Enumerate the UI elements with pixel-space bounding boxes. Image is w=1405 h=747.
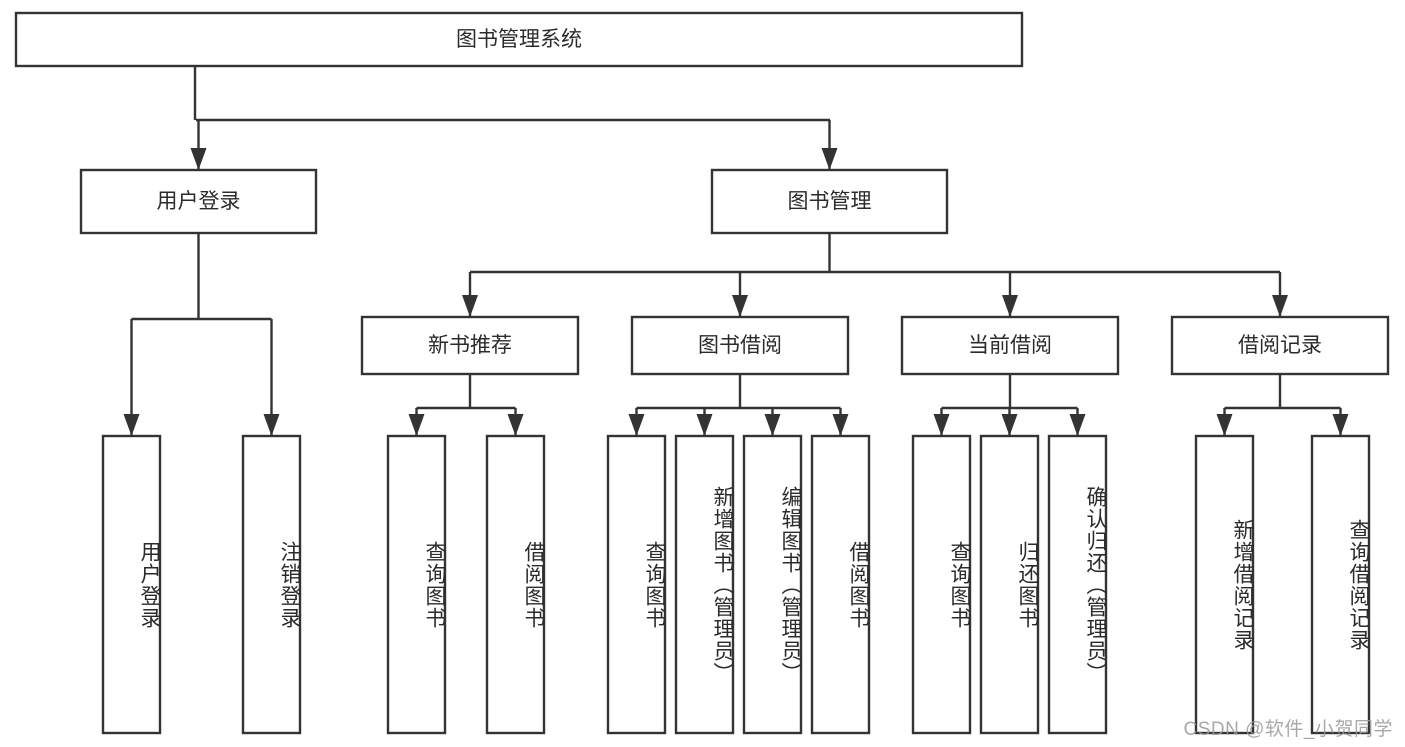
node-box-leaf-edit-book[interactable]: [742, 434, 803, 735]
node-box-leaf-add-book[interactable]: [674, 434, 735, 735]
node-label-current-borrow: 当前借阅: [968, 334, 1052, 357]
arrow-head-icon-user-login: [190, 148, 207, 170]
arrow-head-icon-leaf-user-login: [123, 414, 140, 436]
arrow-head-icon-leaf-query-book-1: [408, 414, 425, 436]
arrow-head-icon-leaf-query-book-3: [933, 414, 950, 436]
arrow-head-icon-leaf-borrow-book-1: [507, 414, 524, 436]
node-box-user-login[interactable]: [79, 168, 318, 235]
arrow-head-icon-book-borrow: [732, 295, 748, 317]
node-label-new-book-recommend: 新书推荐: [428, 334, 512, 357]
arrow-head-icon-leaf-confirm-return: [1069, 414, 1086, 436]
arrow-head-icon-leaf-query-record: [1332, 414, 1349, 436]
arrow-head-icon-leaf-add-book: [696, 414, 713, 436]
node-label-root: 图书管理系统: [456, 28, 582, 51]
watermark: CSDN @软件_小贺同学: [1183, 719, 1393, 740]
node-box-book-borrow[interactable]: [630, 315, 850, 376]
node-box-root[interactable]: [14, 11, 1024, 68]
node-box-leaf-query-record[interactable]: [1310, 434, 1371, 735]
node-box-leaf-borrow-book-1[interactable]: [485, 434, 546, 735]
arrow-head-icon-borrow-record: [1272, 295, 1288, 317]
arrow-head-icon-leaf-query-book-2: [628, 414, 645, 436]
node-label-borrow-record: 借阅记录: [1238, 334, 1322, 357]
arrow-head-icon-book-manage: [821, 148, 838, 170]
arrow-head-icon-leaf-add-record: [1216, 414, 1233, 436]
node-label-book-manage: 图书管理: [788, 190, 872, 213]
node-box-leaf-query-book-1[interactable]: [386, 434, 447, 735]
arrow-head-icon-current-borrow: [1002, 295, 1018, 317]
arrow-head-icon-leaf-edit-book: [764, 414, 781, 436]
arrow-head-icon-new-book-recommend: [462, 295, 478, 317]
node-box-leaf-borrow-book-2[interactable]: [810, 434, 871, 735]
node-label-user-login: 用户登录: [157, 190, 241, 213]
node-box-leaf-query-book-2[interactable]: [606, 434, 667, 735]
node-box-leaf-query-book-3[interactable]: [911, 434, 972, 735]
node-box-leaf-logout-login[interactable]: [241, 434, 302, 735]
node-box-leaf-add-record[interactable]: [1194, 434, 1255, 735]
node-box-leaf-user-login[interactable]: [101, 434, 162, 735]
node-box-leaf-return-book[interactable]: [979, 434, 1040, 735]
node-box-book-manage[interactable]: [710, 168, 949, 235]
node-box-borrow-record[interactable]: [1170, 315, 1390, 376]
arrow-head-icon-leaf-logout-login: [263, 414, 280, 436]
node-label-book-borrow: 图书借阅: [698, 334, 782, 357]
arrow-head-icon-leaf-borrow-book-2: [832, 414, 849, 436]
arrow-head-icon-leaf-return-book: [1001, 414, 1018, 436]
node-box-leaf-confirm-return[interactable]: [1047, 434, 1108, 735]
